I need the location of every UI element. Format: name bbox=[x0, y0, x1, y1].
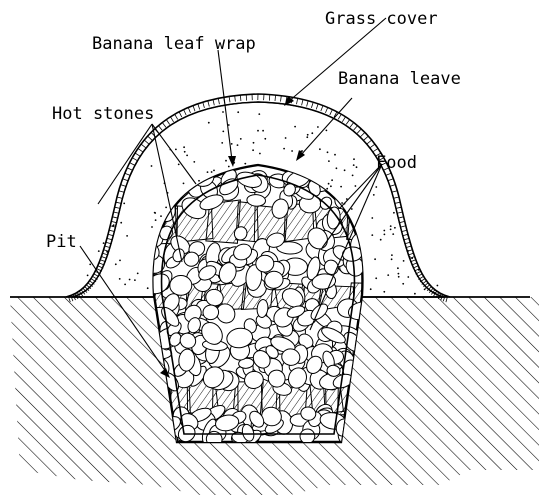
label-pit: Pit bbox=[46, 232, 77, 252]
label-food: Food bbox=[376, 153, 417, 173]
label-banana-leave: Banana leave bbox=[338, 69, 461, 89]
label-banana-leaf-wrap: Banana leaf wrap bbox=[92, 34, 256, 54]
label-grass-cover: Grass cover bbox=[325, 9, 438, 29]
label-hot-stones: Hot stones bbox=[52, 104, 154, 124]
